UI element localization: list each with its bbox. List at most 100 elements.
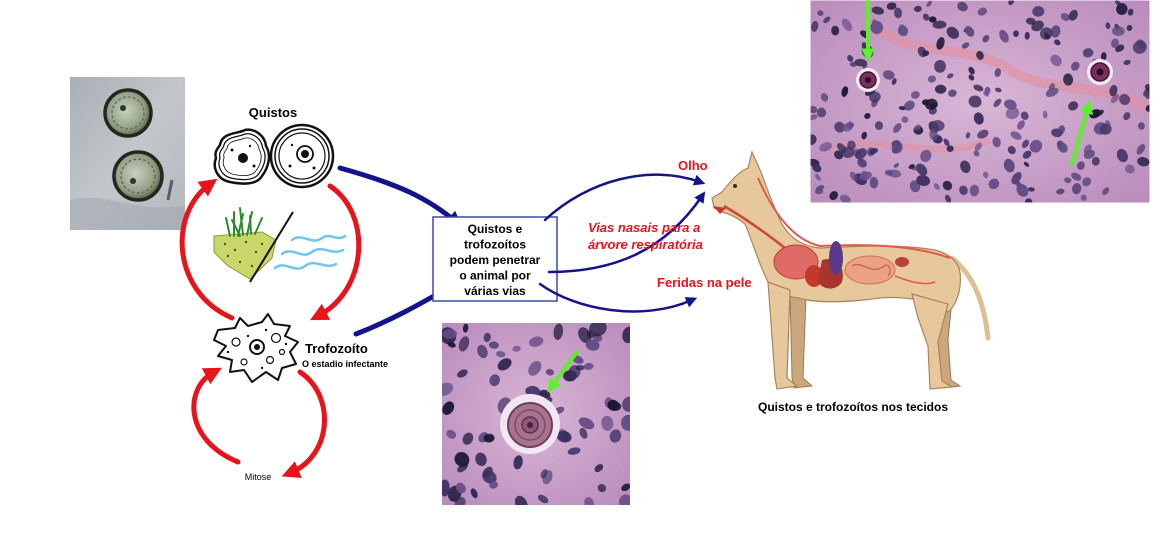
cell-nucleus <box>609 429 622 443</box>
cell-nucleus <box>968 95 982 108</box>
cell-nucleus <box>869 148 879 155</box>
pointer-arrow <box>1070 100 1094 166</box>
cell-nucleus <box>812 163 822 173</box>
cell-nucleus <box>976 50 984 60</box>
cell-nucleus <box>915 163 928 176</box>
cell-nucleus <box>442 328 458 339</box>
cell-nucleus <box>1082 48 1094 58</box>
trophozoite-drawing <box>213 313 299 383</box>
cell-nucleus <box>810 134 817 146</box>
cell-nucleus <box>537 494 549 504</box>
cell-nucleus <box>483 332 491 343</box>
cell-nucleus <box>583 362 594 370</box>
cell-nucleus <box>545 368 555 376</box>
cell-nucleus <box>841 86 849 97</box>
cell-nucleus <box>1022 150 1032 159</box>
entry-box-line: Quistos e <box>468 222 523 236</box>
cell-nucleus <box>814 188 824 195</box>
cell-nucleus <box>946 26 960 39</box>
cell-nucleus <box>1029 139 1043 153</box>
cell-nucleus <box>914 124 921 131</box>
cell-nucleus <box>847 55 854 62</box>
cell-nucleus <box>968 66 975 75</box>
cell-nucleus <box>1123 59 1131 65</box>
cell-nucleus <box>513 455 523 470</box>
cell-nucleus <box>965 132 971 139</box>
cell-nucleus <box>512 345 521 352</box>
cell-nucleus <box>925 98 938 110</box>
cell-nucleus <box>1011 172 1022 185</box>
cell-nucleus <box>477 344 488 358</box>
cell-nucleus <box>1032 6 1045 17</box>
cell-nucleus <box>831 25 840 36</box>
cell-nucleus <box>973 84 984 92</box>
cell-nucleus <box>597 484 607 493</box>
cell-nucleus <box>857 158 867 168</box>
trophozoite-sublabel: O estadio infectante <box>302 359 388 369</box>
cell-nucleus <box>1016 184 1029 197</box>
entry-box-line: várias vias <box>464 284 526 298</box>
cell-nucleus <box>442 401 455 415</box>
cell-nucleus <box>1068 9 1078 21</box>
cell-nucleus <box>455 482 466 494</box>
cell-nucleus <box>622 396 630 412</box>
cell-nucleus <box>973 112 984 125</box>
cell-nucleus <box>1072 183 1082 195</box>
cell-nucleus <box>875 121 883 131</box>
cell-nucleus <box>864 112 871 120</box>
cell-nucleus <box>454 451 470 467</box>
cell-nucleus <box>948 89 957 97</box>
cell-nucleus <box>1109 84 1118 97</box>
cell-nucleus <box>823 16 831 24</box>
cell-nucleus <box>585 339 600 351</box>
cell-nucleus <box>1080 194 1087 201</box>
cell-nucleus <box>1063 73 1074 86</box>
cell-nucleus <box>1105 22 1111 29</box>
cell-nucleus <box>926 0 932 7</box>
cell-nucleus <box>525 385 541 397</box>
route-label-nasal-1: Vias nasais para a <box>588 220 700 235</box>
cell-nucleus <box>529 336 544 347</box>
cell-nucleus <box>977 129 989 139</box>
cell-nucleus <box>984 86 991 95</box>
cell-nucleus <box>901 116 909 123</box>
cell-nucleus <box>920 149 932 163</box>
cell-nucleus <box>922 13 930 21</box>
cell-nucleus <box>994 68 1002 78</box>
soil-water-icon <box>213 207 347 283</box>
cell-nucleus <box>974 142 982 151</box>
cell-nucleus <box>1116 148 1128 163</box>
cyst-micrograph <box>70 77 185 230</box>
cell-nuclei <box>810 0 1150 203</box>
cell-nucleus <box>988 178 1000 190</box>
cell-nucleus <box>893 163 900 168</box>
cell-nucleus <box>841 146 855 159</box>
trophozoite-label: Trofozoíto <box>305 341 368 356</box>
cell-nucleus <box>1045 87 1059 97</box>
route-arrow-skin <box>538 282 698 313</box>
cell-nucleus <box>1137 122 1145 130</box>
cell-nucleus <box>869 177 879 189</box>
cell-nucleus <box>849 61 858 67</box>
cell-nucleus <box>1110 38 1120 49</box>
cysts-label: Quistos <box>249 105 297 120</box>
cell-nucleus <box>886 2 897 10</box>
cell-nucleus <box>1110 94 1119 104</box>
cell-nucleus <box>556 430 572 443</box>
cell-nucleus <box>810 105 818 114</box>
cell-nucleus <box>929 128 938 141</box>
cell-nucleus <box>575 364 585 371</box>
entry-box-line: podem penetrar <box>450 253 541 267</box>
cell-nucleus <box>1068 101 1079 111</box>
mitosis-arrow-down <box>281 369 327 478</box>
cell-nucleus <box>927 75 936 83</box>
cell-nucleus <box>1116 3 1128 15</box>
cell-nucleus <box>973 150 980 157</box>
cell-nucleus <box>909 180 921 193</box>
cell-nucleus <box>930 120 945 132</box>
cell-nucleus <box>849 171 858 182</box>
cell-nucleus <box>992 136 1001 148</box>
cell-nucleus <box>983 91 989 97</box>
tissues-caption: Quistos e trofozoítos nos tecidos <box>758 400 948 414</box>
cell-nucleus <box>820 93 829 102</box>
